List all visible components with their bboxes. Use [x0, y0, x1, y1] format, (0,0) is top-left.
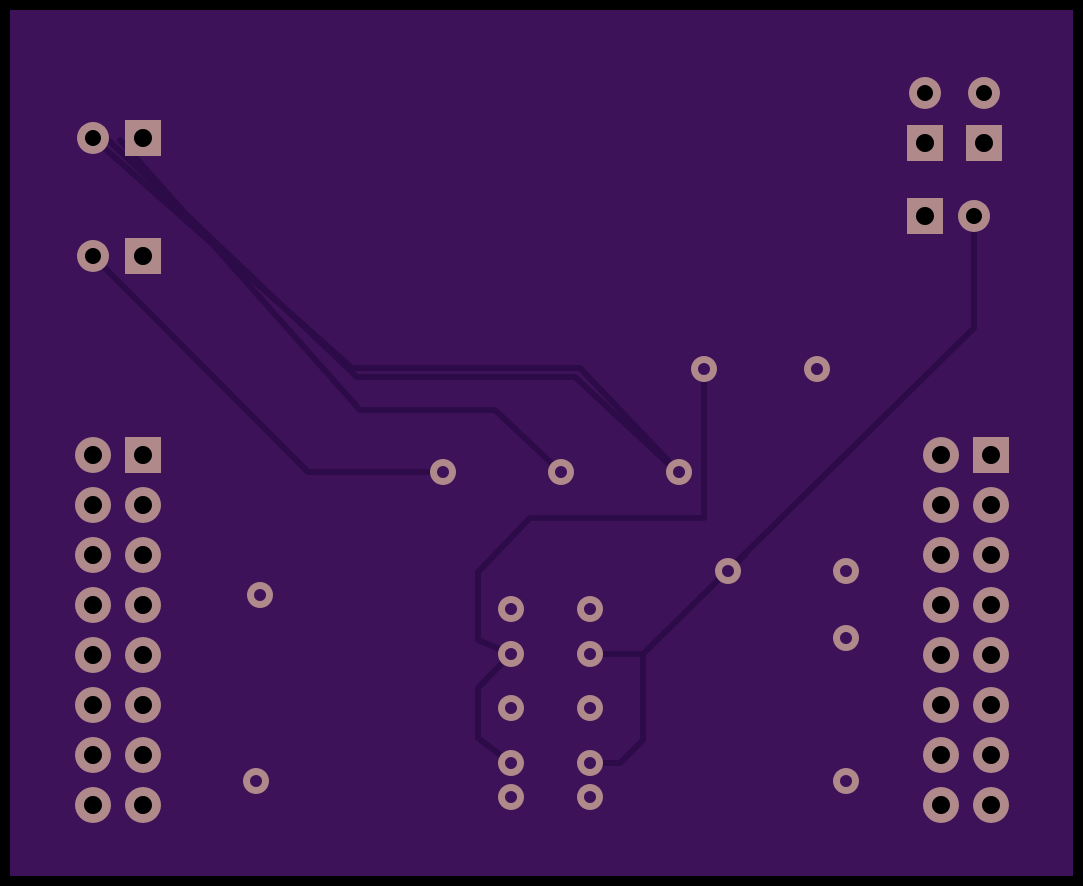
pad-right-header-b3 [973, 537, 1009, 573]
via-3 [430, 459, 456, 485]
via-20 [498, 784, 524, 810]
pad-j3-3 [907, 125, 943, 161]
via-19 [577, 750, 603, 776]
pad-right-header-a8 [923, 787, 959, 823]
pad-j2-1 [77, 240, 109, 272]
pad-j3-1 [909, 77, 941, 109]
pad-right-header-b2 [973, 487, 1009, 523]
pad-left-header-b4 [125, 587, 161, 623]
trace-6 [475, 651, 514, 766]
pad-j3-4 [966, 125, 1002, 161]
via-9 [833, 558, 859, 584]
via-layer [243, 356, 859, 810]
pad-j1-2 [125, 120, 161, 156]
pad-left-header-a8 [75, 787, 111, 823]
trace-5 [475, 366, 707, 657]
pad-right-header-a3 [923, 537, 959, 573]
pad-left-header-b1 [125, 437, 161, 473]
pad-right-header-b4 [973, 587, 1009, 623]
via-18 [498, 750, 524, 776]
pad-right-header-a7 [923, 737, 959, 773]
pad-left-header-b5 [125, 637, 161, 673]
pad-layer [75, 77, 1009, 823]
pad-left-header-b2 [125, 487, 161, 523]
trace-3 [117, 137, 564, 475]
via-16 [498, 695, 524, 721]
via-11 [833, 768, 859, 794]
pad-right-header-b8 [973, 787, 1009, 823]
via-7 [243, 768, 269, 794]
pad-j1-1 [77, 122, 109, 154]
trace-7 [587, 213, 977, 657]
pad-left-header-b3 [125, 537, 161, 573]
pad-right-header-a1 [923, 437, 959, 473]
pad-left-header-a3 [75, 537, 111, 573]
via-17 [577, 695, 603, 721]
pad-left-header-a4 [75, 587, 111, 623]
trace-4 [90, 253, 446, 475]
pad-right-header-a5 [923, 637, 959, 673]
trace-8 [587, 651, 646, 766]
via-21 [577, 784, 603, 810]
via-13 [577, 596, 603, 622]
pad-j2-2 [125, 238, 161, 274]
pad-right-header-b6 [973, 687, 1009, 723]
pad-j4-1 [907, 198, 943, 234]
trace-2 [105, 137, 678, 473]
pad-left-header-a7 [75, 737, 111, 773]
via-2 [804, 356, 830, 382]
pad-right-header-b5 [973, 637, 1009, 673]
via-6 [247, 582, 273, 608]
pad-left-header-a2 [75, 487, 111, 523]
pad-right-header-b1 [973, 437, 1009, 473]
via-15 [577, 641, 603, 667]
pad-right-header-b7 [973, 737, 1009, 773]
via-8 [715, 558, 741, 584]
pad-left-header-b7 [125, 737, 161, 773]
pad-right-header-a2 [923, 487, 959, 523]
via-5 [666, 459, 692, 485]
via-12 [498, 596, 524, 622]
pad-left-header-a5 [75, 637, 111, 673]
pad-left-header-a1 [75, 437, 111, 473]
pad-right-header-a4 [923, 587, 959, 623]
pad-left-header-b6 [125, 687, 161, 723]
via-10 [833, 625, 859, 651]
via-1 [691, 356, 717, 382]
pad-left-header-a6 [75, 687, 111, 723]
via-14 [498, 641, 524, 667]
pad-j4-2 [958, 200, 990, 232]
pad-right-header-a6 [923, 687, 959, 723]
pad-left-header-b8 [125, 787, 161, 823]
pad-j3-2 [968, 77, 1000, 109]
via-4 [548, 459, 574, 485]
